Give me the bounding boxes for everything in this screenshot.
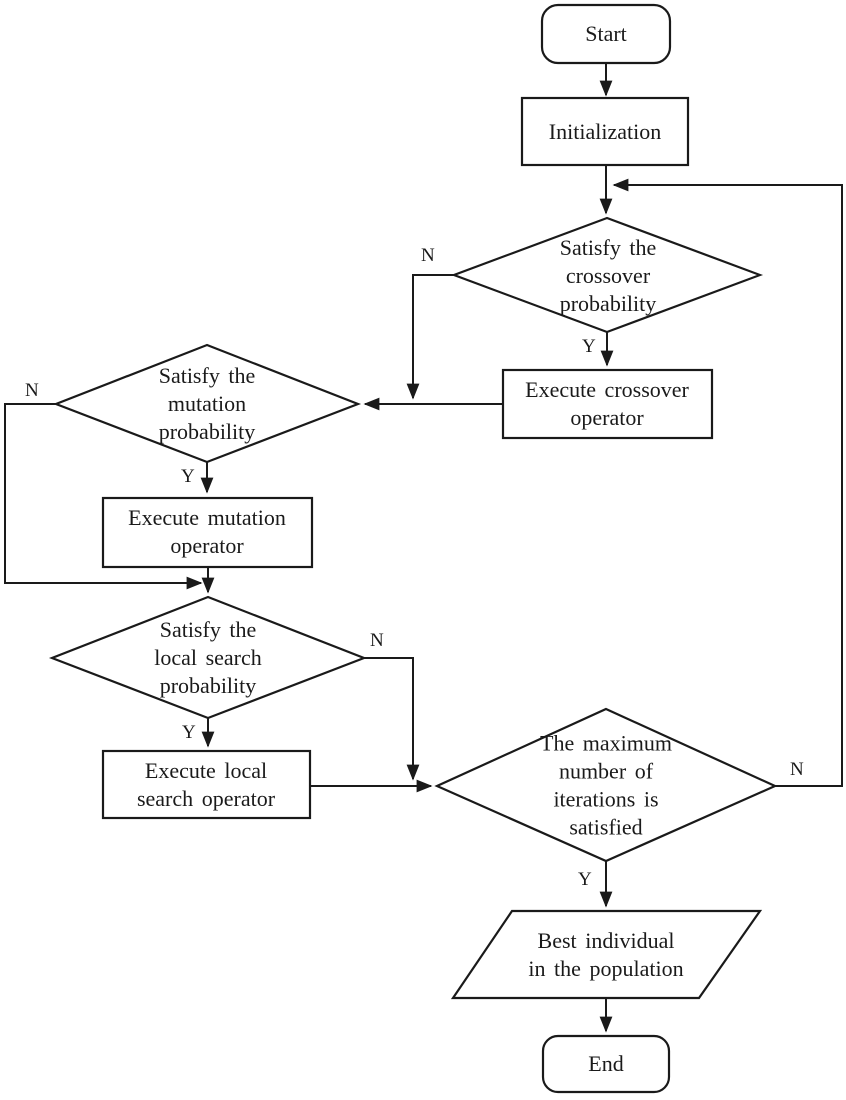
label-line: probability	[559, 291, 657, 317]
label-line: Initialization	[548, 118, 662, 144]
label-line: Execute mutation	[128, 504, 286, 530]
label-line: The maximum	[540, 730, 672, 756]
execute-mutation-label: Execute mutation operator	[128, 504, 286, 560]
edge-max-iterations-no-loop	[612, 178, 843, 787]
execute-mutation-shape	[101, 496, 314, 569]
label-line: search operator	[136, 786, 276, 811]
local-search-yes-label: Y	[182, 722, 196, 743]
start-label: Start	[585, 20, 627, 48]
execute-local-search-shape	[101, 749, 312, 820]
label-line: probability	[158, 419, 256, 445]
label-line: End	[588, 1050, 624, 1076]
crossover-yes-label: Y	[582, 336, 596, 357]
max-iterations-decision-label: The maximum number of iterations is sati…	[540, 730, 672, 843]
label-line: Satisfy the	[158, 362, 256, 388]
label-line: mutation	[167, 390, 247, 416]
label-line: crossover	[565, 262, 651, 288]
mutation-no-label: N	[25, 380, 39, 401]
max-iterations-yes-label: Y	[578, 869, 592, 890]
local-search-decision-shape	[48, 595, 368, 720]
initialization-node-shape	[520, 96, 690, 167]
label-line: iterations is	[553, 787, 659, 812]
initialization-label: Initialization	[549, 118, 661, 146]
label-line: number of	[558, 758, 654, 784]
end-node-shape	[541, 1034, 671, 1094]
label-line: Execute crossover	[525, 376, 689, 402]
label-line: in the population	[528, 956, 684, 981]
mutation-yes-label: Y	[181, 466, 195, 487]
label-line: Satisfy the	[159, 616, 257, 642]
execute-crossover-label: Execute crossover operator	[525, 376, 689, 432]
edge-mutation-no	[4, 403, 203, 590]
label-line: satisfied	[569, 815, 643, 841]
local-search-no-label: N	[370, 630, 384, 651]
edge-crossover-no	[406, 274, 455, 400]
label-line: Start	[585, 20, 627, 46]
local-search-decision-label: Satisfy the local search probability	[154, 616, 262, 700]
mutation-decision-shape	[52, 343, 362, 464]
label-line: probability	[159, 673, 257, 699]
label-line: operator	[570, 405, 644, 430]
execute-crossover-shape	[501, 368, 714, 440]
max-iterations-decision-shape	[434, 707, 778, 863]
label-line: Execute local	[144, 757, 268, 783]
label-line: local search	[154, 644, 262, 670]
crossover-decision-shape	[450, 216, 764, 334]
crossover-no-label: N	[421, 245, 435, 266]
max-iterations-no-label: N	[790, 759, 804, 780]
end-label: End	[588, 1050, 623, 1078]
edge-local-search-no	[364, 657, 420, 781]
label-line: Best individual	[537, 927, 675, 953]
crossover-decision-label: Satisfy the crossover probability	[560, 234, 657, 318]
start-node-shape	[540, 3, 672, 65]
execute-local-search-label: Execute local search operator	[137, 757, 275, 813]
label-line: operator	[170, 533, 244, 558]
mutation-decision-label: Satisfy the mutation probability	[159, 362, 256, 446]
label-line: Satisfy the	[559, 234, 657, 260]
best-individual-label: Best individual in the population	[528, 927, 683, 983]
best-individual-shape	[450, 909, 763, 1000]
